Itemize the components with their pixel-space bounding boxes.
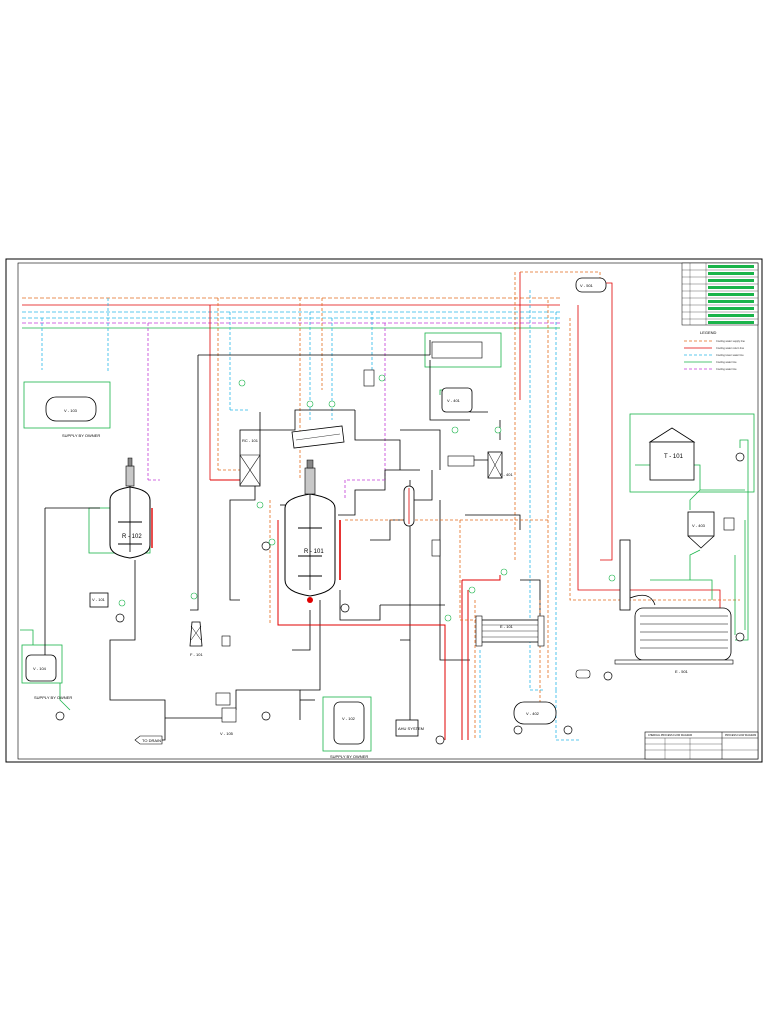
v501-label: V - 501 (580, 283, 594, 288)
legend-title: LEGEND (700, 330, 717, 335)
reactor-r101[interactable] (284, 459, 341, 603)
r102-label: R - 102 (122, 534, 142, 540)
v103-label: V - 103 (64, 408, 78, 413)
title-block (644, 731, 759, 760)
vessel-v501[interactable] (575, 277, 607, 293)
reactor-r102[interactable] (109, 457, 153, 559)
rc101-label: RC - 101 (242, 438, 259, 443)
v402-label: V - 402 (526, 711, 540, 716)
vessel-v104[interactable] (25, 654, 57, 682)
cold-lines (230, 409, 580, 741)
v104-label: V - 104 (33, 666, 47, 671)
filter-f101[interactable] (189, 621, 203, 647)
legend-item-3: Cooling water line (716, 360, 737, 364)
vessel-v403[interactable] (687, 511, 715, 549)
outer-frame (5, 258, 763, 763)
v105-label: V - 105 (220, 731, 234, 736)
vessel-v105[interactable] (215, 692, 237, 723)
drain-label: TO DRAIN (142, 738, 161, 743)
vessel-v401[interactable] (441, 387, 473, 413)
v101-label: V - 101 (92, 597, 106, 602)
sight-glass (221, 341, 735, 679)
legend-item-1: Cooling water return line (716, 346, 745, 350)
v403-label: V - 403 (692, 523, 706, 528)
purple-lines (148, 479, 385, 500)
legend-item-2: Cooling tower water line (716, 353, 744, 357)
pumps (55, 452, 745, 745)
vessel-v101[interactable] (89, 592, 109, 608)
supply-bottom-left: SUPPLY BY OWNER (34, 695, 72, 700)
exchanger-hx101[interactable] (475, 615, 545, 647)
e501-label: E - 501 (675, 669, 689, 674)
supply-boxes (21, 332, 755, 752)
column-rc101[interactable] (239, 429, 261, 487)
f401-label: F - 401 (500, 472, 513, 477)
process-lines (44, 340, 541, 741)
t101-label: T - 101 (664, 454, 684, 460)
ahu-system[interactable] (395, 719, 419, 737)
ahu-label: AHU SYSTEM (398, 726, 424, 731)
f101-label: F - 101 (190, 652, 203, 657)
v102-label: V - 102 (342, 716, 356, 721)
drain-arrow (134, 735, 163, 745)
title-block-right: PROCESS FLOW DIAGRAM (725, 734, 756, 737)
r101-label: R - 101 (304, 549, 324, 555)
supply-bottom-mid: SUPPLY BY OWNER (330, 754, 368, 759)
exchanger-e501[interactable] (614, 539, 734, 665)
condenser[interactable] (291, 425, 345, 449)
instruments (118, 374, 616, 622)
legend-item-4: Cooling water line (716, 367, 737, 371)
hot-lines (210, 479, 501, 740)
v401-label: V - 401 (447, 398, 461, 403)
vessel-v402[interactable] (513, 701, 557, 725)
title-block-left: CHEMICAL PROCESS FLOW DIAGRAM (648, 734, 692, 737)
legend-box (681, 262, 759, 326)
legend-items: Cooling water supply line Cooling water … (684, 339, 745, 371)
supply-top-left: SUPPLY BY OWNER (62, 433, 100, 438)
filter-f401[interactable] (487, 451, 503, 479)
vessel-v103[interactable] (45, 396, 97, 422)
vessel-v102[interactable] (333, 701, 365, 745)
hx101-label: E - 101 (500, 624, 514, 629)
tank-t101[interactable] (648, 427, 696, 481)
inner-frame (17, 262, 759, 760)
legend-item-0: Cooling water supply line (716, 339, 745, 343)
